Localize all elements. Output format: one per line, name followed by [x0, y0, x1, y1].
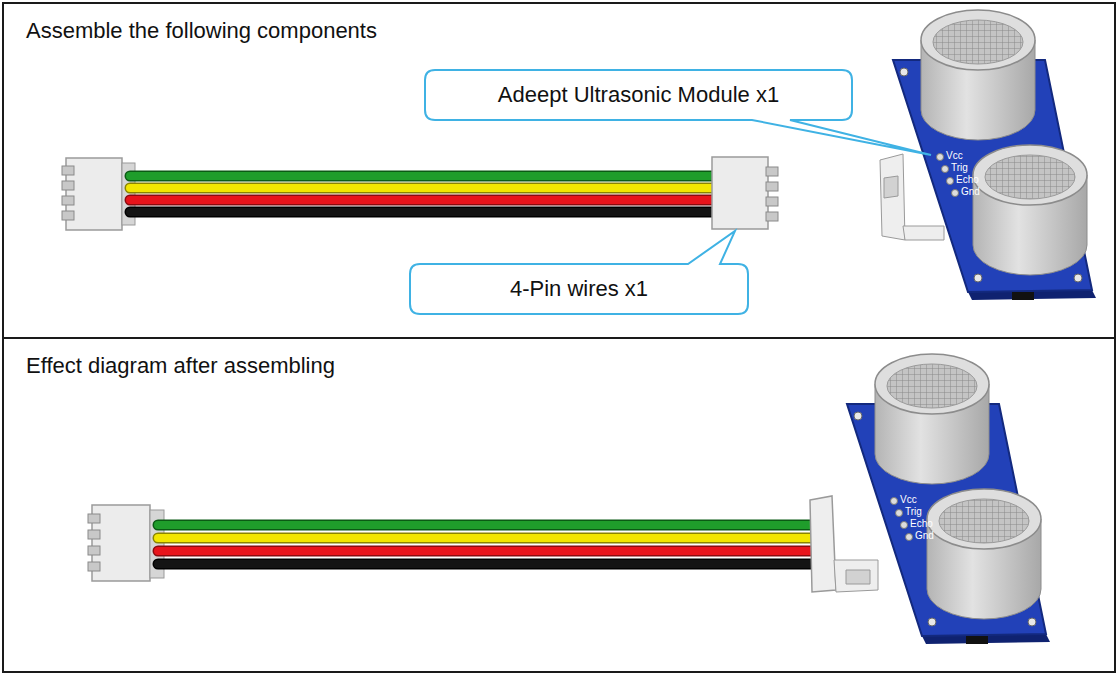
callout-text: Adeept Ultrasonic Module x1: [498, 82, 779, 108]
panel-heading: Assemble the following components: [26, 18, 377, 44]
step-panel: Assemble the following componentsAdeept …: [2, 2, 1116, 339]
pin-label: Gnd: [915, 531, 934, 541]
pin-label: Vcc: [946, 151, 963, 161]
cable-top: [62, 157, 778, 230]
cable-bottom: [88, 505, 830, 581]
callout-text: 4-Pin wires x1: [510, 276, 648, 302]
pin-label: Vcc: [900, 495, 917, 505]
pin-label: Gnd: [961, 187, 980, 197]
callout-bubble: Adeept Ultrasonic Module x1: [425, 70, 852, 120]
ultrasonic-module-bottom: [810, 354, 1050, 644]
pin-label: Echo: [956, 175, 979, 185]
callout-shape: [410, 231, 748, 314]
step-panel: Effect diagram after assembling: [2, 337, 1116, 673]
panel-heading: Effect diagram after assembling: [26, 353, 335, 379]
ultrasonic-module-top: [880, 10, 1096, 300]
callout-bubble: 4-Pin wires x1: [410, 264, 748, 314]
callout-shape: [425, 70, 931, 155]
pin-label: Trig: [905, 507, 922, 517]
pin-label: Echo: [910, 519, 933, 529]
pin-label: Trig: [951, 163, 968, 173]
